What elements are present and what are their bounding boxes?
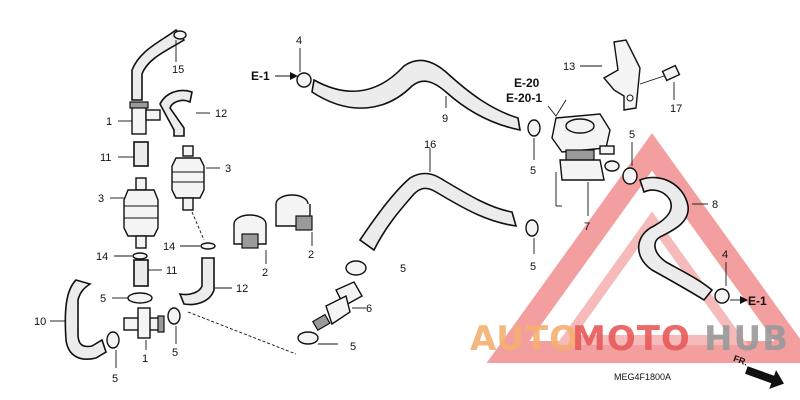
label-6: 6 — [366, 303, 372, 315]
front-arrow-icon: FR. — [732, 353, 784, 389]
label-16: 16 — [424, 139, 436, 151]
label-15: 15 — [172, 64, 184, 76]
clamp-6-top — [345, 260, 367, 276]
drawing-code: MEG4F1800A — [614, 372, 671, 382]
label-5-g: 5 — [629, 129, 635, 141]
ref-e20: E-20 — [514, 76, 540, 90]
bracket-13 — [602, 39, 641, 111]
clip-14-left — [132, 252, 148, 260]
svg-text:HUB: HUB — [704, 319, 789, 359]
hose-10 — [64, 279, 107, 360]
svg-text:FR.: FR. — [732, 353, 749, 367]
pipe-11-top — [133, 141, 149, 167]
label-12-bottom: 12 — [236, 283, 248, 295]
label-9: 9 — [442, 113, 448, 125]
label-7: 7 — [584, 221, 590, 233]
label-5-mid: 5 — [350, 341, 356, 353]
ref-e201: E-20-1 — [506, 91, 542, 105]
clamp-5-h — [622, 167, 638, 185]
clamp-5-b — [106, 331, 120, 349]
label-11-bottom: 11 — [166, 265, 177, 277]
clip-2-left — [233, 214, 267, 249]
label-14-right: 14 — [163, 241, 175, 253]
label-4-top: 4 — [296, 35, 302, 47]
clamp-5-a — [127, 292, 153, 304]
label-17: 17 — [670, 103, 682, 115]
pipe-11-bottom — [133, 259, 149, 287]
label-10: 10 — [34, 316, 46, 328]
hose-16 — [358, 172, 518, 252]
clamp-5-c — [167, 307, 181, 325]
joint-6 — [311, 281, 363, 332]
joint-1-top — [129, 101, 161, 135]
clamp-5-d — [527, 119, 541, 137]
hose-12-top — [159, 89, 193, 137]
hose-9 — [311, 59, 521, 132]
clamp-4-top — [296, 72, 312, 88]
clip-14-right — [200, 242, 216, 250]
clamp-5-e — [525, 219, 539, 237]
clamp-5-g — [297, 331, 319, 345]
label-4-bottom: 4 — [722, 249, 728, 261]
label-5-c: 5 — [172, 347, 178, 359]
ref-e1-right: E-1 — [748, 294, 767, 308]
watermark-text: AUTO MOTO HUB — [470, 319, 789, 359]
label-14-left: 14 — [96, 251, 108, 263]
label-5-b: 5 — [112, 373, 118, 385]
svg-text:MOTO: MOTO — [572, 319, 691, 359]
label-5-f: 5 — [400, 263, 406, 275]
clip-2-right — [275, 194, 313, 231]
label-2-right: 2 — [308, 249, 314, 261]
label-3-left: 3 — [98, 193, 104, 205]
label-11-top: 11 — [100, 152, 111, 164]
label-2-left: 2 — [262, 267, 268, 279]
label-1-top: 1 — [106, 116, 112, 128]
label-12-top: 12 — [215, 108, 227, 120]
hose-12-bottom — [178, 257, 215, 306]
valve-7 — [551, 113, 620, 181]
label-3-right: 3 — [225, 163, 231, 175]
label-5-a: 5 — [100, 293, 106, 305]
label-5-d: 5 — [530, 165, 536, 177]
hose-15 — [131, 28, 186, 101]
hose-8 — [637, 176, 714, 302]
joint-1-bottom — [123, 307, 165, 339]
label-8: 8 — [712, 199, 718, 211]
label-13: 13 — [563, 61, 575, 73]
clamp-4-bottom — [714, 288, 730, 304]
label-1-bottom: 1 — [142, 353, 148, 365]
svg-text:AUTO: AUTO — [470, 319, 579, 359]
filter-3-left — [123, 177, 159, 249]
ref-e1-top: E-1 — [251, 69, 270, 83]
filter-3-right — [171, 145, 205, 211]
label-5-e: 5 — [530, 261, 536, 273]
bolt-17 — [639, 64, 681, 85]
